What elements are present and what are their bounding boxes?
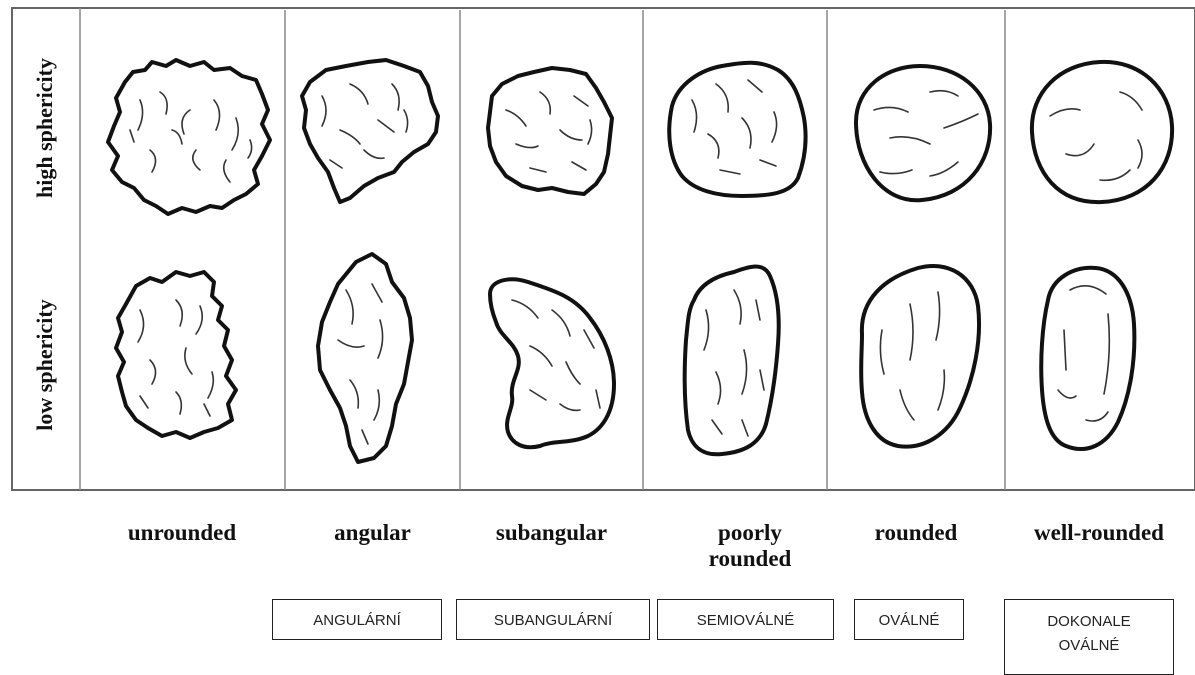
czech-label-text: DOKONALE OVÁLNÉ: [1035, 610, 1143, 658]
column-label-well-rounded: well-rounded: [1005, 520, 1193, 546]
column-label-unrounded: unrounded: [82, 520, 282, 546]
czech-label-text: SUBANGULÁRNÍ: [457, 600, 649, 641]
czech-label-ovalne: OVÁLNÉ: [854, 599, 964, 640]
column-label-poorly-rounded: poorly rounded: [690, 520, 810, 572]
czech-label-dokonale-ovalne: DOKONALE OVÁLNÉ: [1004, 599, 1174, 675]
grain-poorly-rounded-low: [685, 267, 779, 455]
czech-label-subangularni: SUBANGULÁRNÍ: [456, 599, 650, 640]
grain-subangular-high: [488, 68, 612, 194]
czech-label-text: SEMIOVÁLNÉ: [658, 600, 833, 641]
column-label-rounded: rounded: [827, 520, 1005, 546]
czech-label-text: OVÁLNÉ: [855, 600, 963, 641]
row-label-high-sphericity: high sphericity: [32, 58, 57, 198]
grain-poorly-rounded-high: [669, 63, 805, 196]
column-label-angular: angular: [285, 520, 460, 546]
grain-well-rounded-high: [1032, 62, 1172, 202]
row-label-low-sphericity: low sphericity: [32, 299, 57, 430]
czech-label-text: ANGULÁRNÍ: [273, 600, 441, 641]
czech-label-angularni: ANGULÁRNÍ: [272, 599, 442, 640]
column-label-subangular: subangular: [460, 520, 643, 546]
czech-label-semiovalne: SEMIOVÁLNÉ: [657, 599, 834, 640]
grain-rounded-high: [856, 66, 990, 200]
